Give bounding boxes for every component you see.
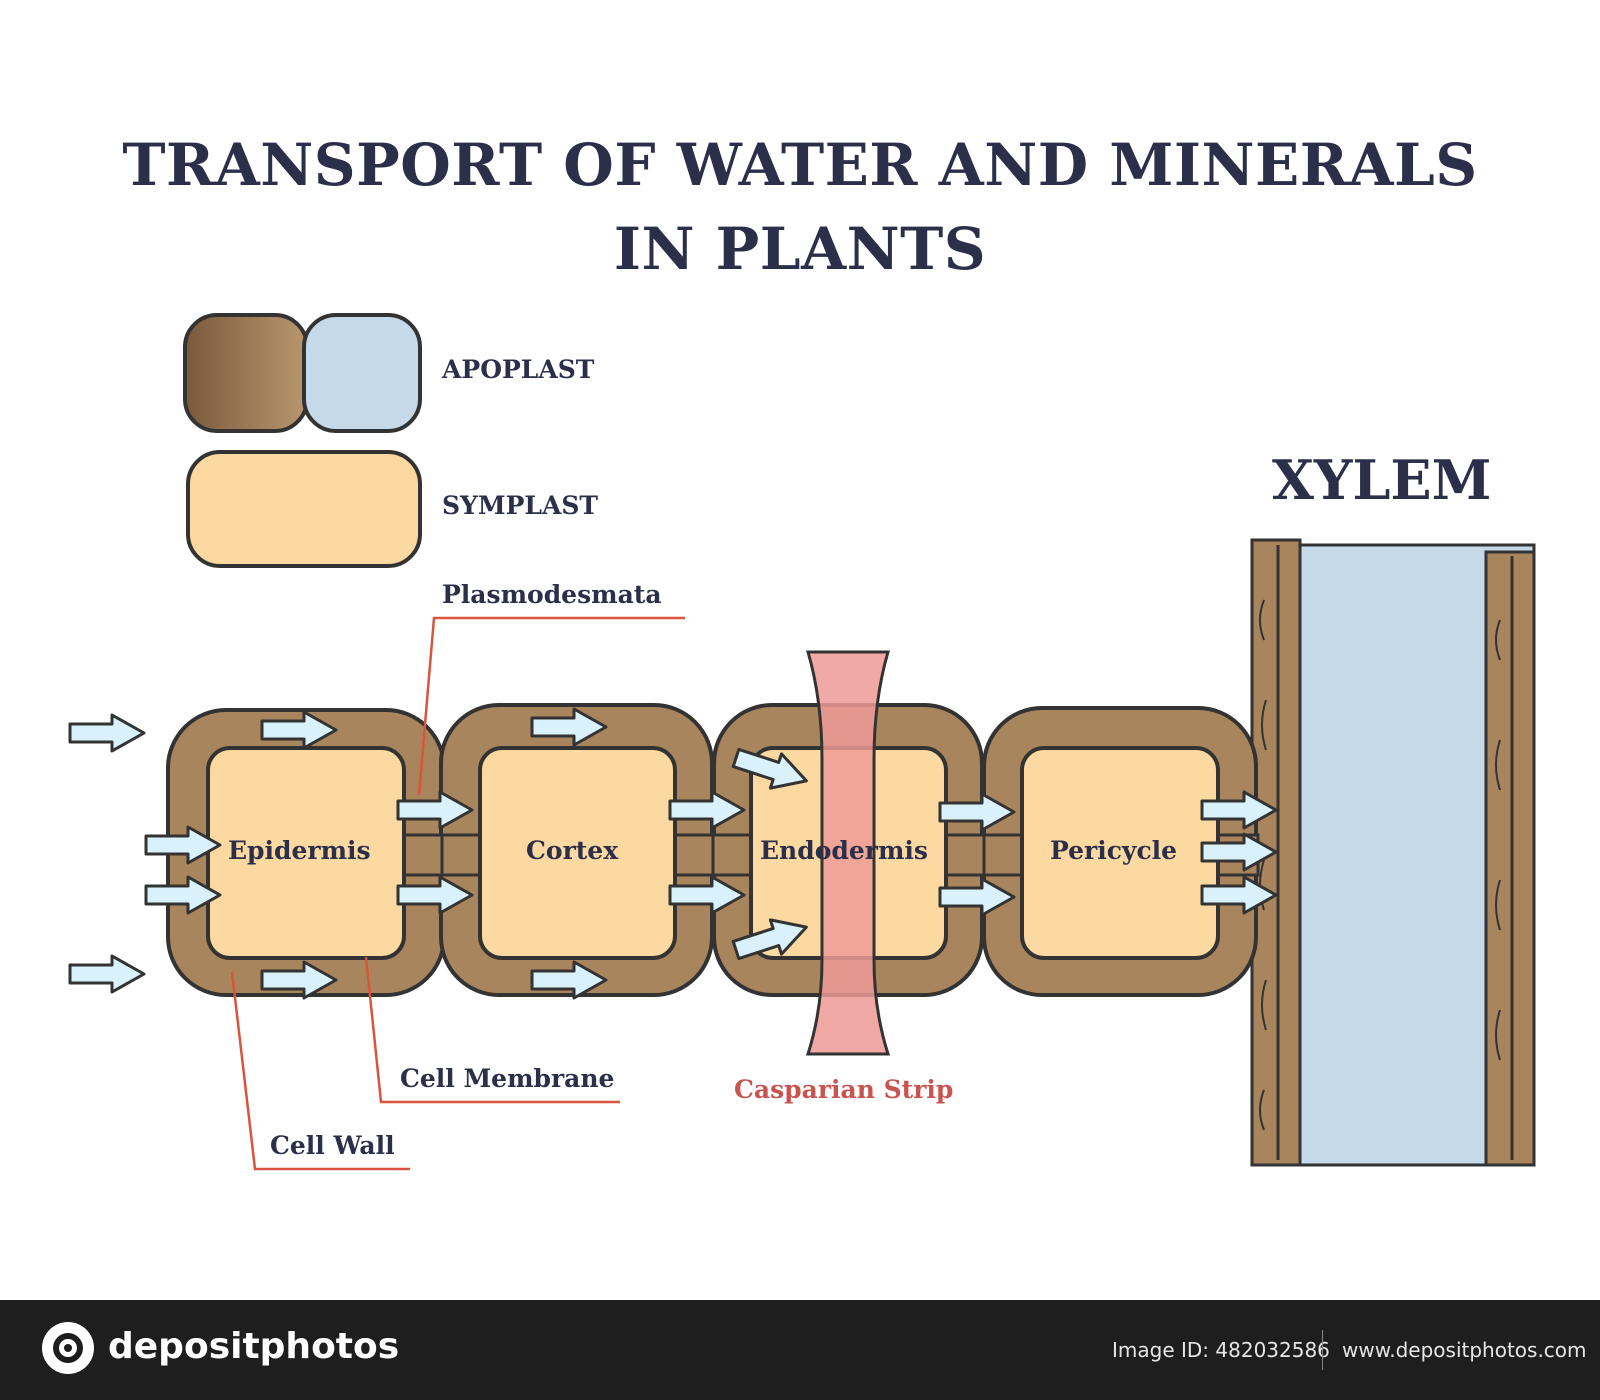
cell-label-epidermis: Epidermis: [228, 836, 371, 865]
legend-symplast-swatch: [186, 450, 422, 568]
cell-label-endodermis: Endodermis: [760, 836, 928, 865]
page-title-line-2: IN PLANTS: [613, 215, 987, 283]
legend-apoplast-swatch: [183, 313, 422, 433]
footer-website: www.depositphotos.com: [1342, 1338, 1587, 1362]
legend-apoplast-label: APOPLAST: [442, 355, 595, 384]
camera-logo-icon: [42, 1322, 94, 1374]
xylem-label: XYLEM: [1272, 448, 1492, 512]
cell-label-pericycle: Pericycle: [1050, 836, 1178, 865]
footer-separator: [1322, 1330, 1323, 1370]
page-title-line-1: TRANSPORT OF WATER AND MINERALS: [122, 131, 1478, 199]
footer-image-id: Image ID: 482032586: [1112, 1338, 1330, 1362]
label-leader-lines: [230, 616, 685, 1171]
cell-wall-label: Cell Wall: [270, 1131, 395, 1160]
casparian-strip-label: Casparian Strip: [734, 1075, 954, 1104]
cell-label-cortex: Cortex: [526, 836, 619, 865]
footer-bar: depositphotos Image ID: 482032586 www.de…: [0, 1300, 1600, 1400]
plasmodesmata-label: Plasmodesmata: [442, 580, 662, 609]
casparian-strip-band: [805, 650, 891, 1056]
legend-symplast-label: SYMPLAST: [442, 491, 599, 520]
xylem-vessel: [1250, 538, 1536, 1167]
cell-membrane-label: Cell Membrane: [400, 1064, 615, 1093]
cell-interiors: [206, 746, 1220, 960]
footer-brand: depositphotos: [108, 1326, 400, 1367]
